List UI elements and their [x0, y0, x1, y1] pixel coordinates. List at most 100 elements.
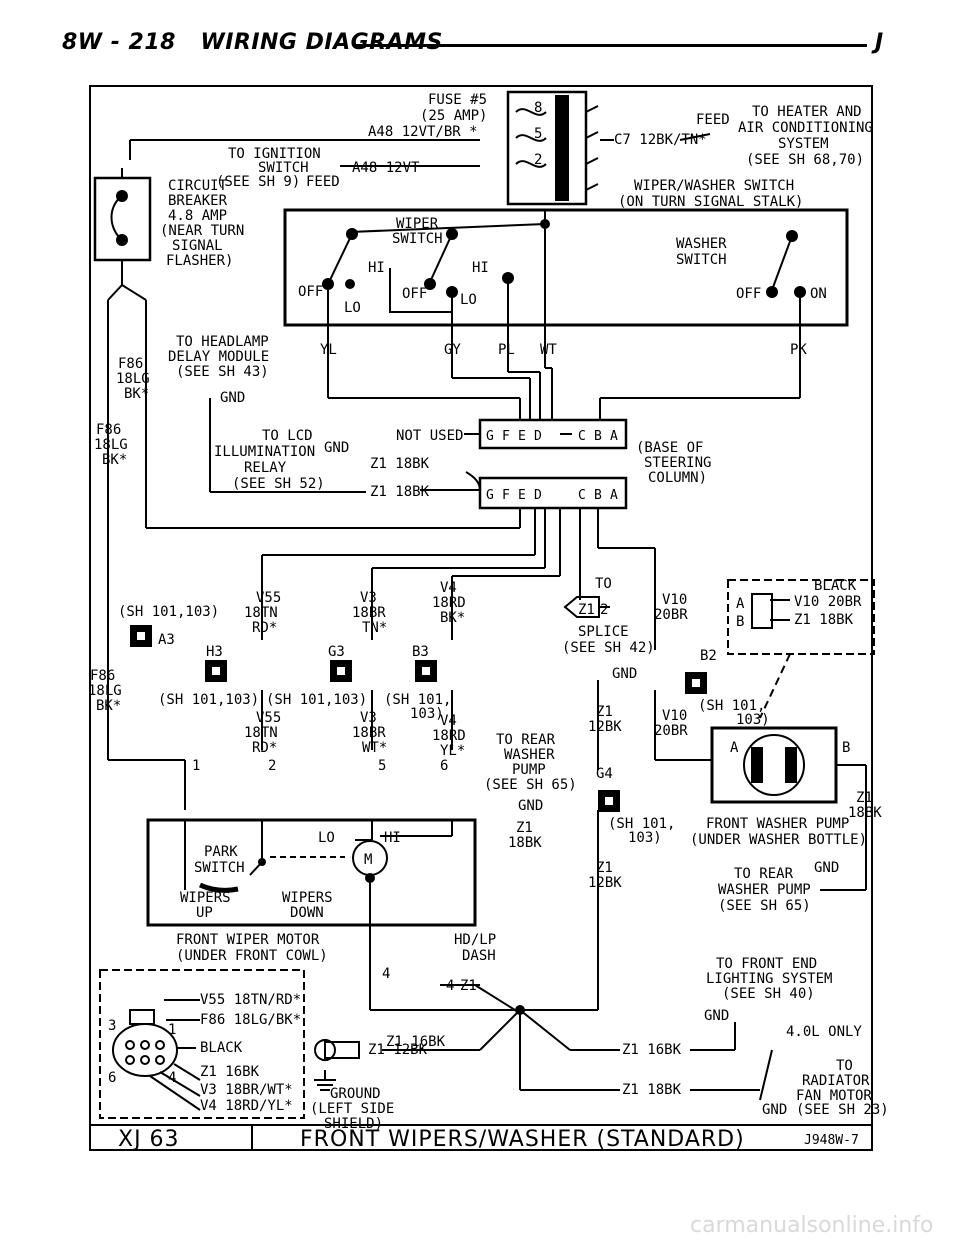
washer-switch-label-1: WASHER: [676, 236, 727, 252]
wire-z1-18bk-b: Z1 18BK: [370, 484, 430, 500]
on-label: ON: [810, 286, 827, 302]
lo-label-3: LO: [318, 830, 335, 846]
v10-label-1: V10: [662, 592, 687, 608]
cavity-3: 3: [108, 1018, 116, 1034]
lo-label-2: LO: [460, 292, 477, 308]
diagram-frame: [89, 85, 873, 1151]
v10b-label-2: 20BR: [654, 723, 688, 739]
rear-pump-label-3: PUMP: [512, 762, 546, 778]
pump-pin-b2: B: [842, 740, 850, 756]
splice-z1: Z1: [578, 602, 595, 618]
fuse-rating: (25 AMP): [420, 108, 487, 124]
gnd-label-3: GND: [518, 798, 543, 814]
connector-4z1-wire: Z1: [460, 978, 477, 994]
wire-a48-label: A48 12VT: [352, 160, 420, 176]
switch-bus: [349, 223, 546, 233]
pump-connector-icon: [751, 593, 773, 629]
sh-label-a: (SH 101,103): [118, 604, 219, 620]
off-label-2: OFF: [402, 286, 427, 302]
v55b-label-3: RD*: [252, 740, 277, 756]
pin-6: 6: [440, 758, 448, 774]
v55-label-2: 18TN: [244, 605, 278, 621]
wiper-washer-switch-location: (ON TURN SIGNAL STALK): [618, 194, 803, 210]
gnd-label-1: GND: [220, 390, 245, 406]
splice-2: 2: [600, 602, 608, 618]
breaker-element: [110, 195, 123, 241]
headlamp-label-1: TO HEADLAMP: [176, 334, 269, 350]
fuse-pin-2: 2: [534, 152, 542, 168]
diagram-labels: FUSE #5 (25 AMP) 8 5 2 A48 12VT/BR * TO …: [88, 92, 889, 1132]
radiator-label-2: RADIATOR: [802, 1073, 870, 1089]
z1e-label-2: 12BK: [588, 875, 622, 891]
z1c-label-1: Z1: [596, 704, 613, 720]
b3-label: B3: [412, 644, 429, 660]
rear-pump-label-4: (SEE SH 65): [484, 777, 577, 793]
page-number: 8W - 218: [62, 30, 176, 55]
park-switch-label-2: SWITCH: [194, 860, 245, 876]
pin-a-lower: A: [610, 488, 618, 503]
black-label-a: BLACK: [814, 578, 857, 594]
fuse-label: FUSE #5: [428, 92, 487, 108]
cavity-4: 4: [168, 1070, 176, 1086]
f86-label-a2: 18LG: [116, 371, 150, 387]
wire-pk: PK: [790, 342, 807, 358]
wires: [89, 85, 875, 1151]
connector-4z1-pin: 4: [446, 978, 454, 994]
front-pump-label-2: (UNDER WASHER BOTTLE): [690, 832, 867, 848]
lcd-label-2: ILLUMINATION: [214, 444, 315, 460]
pin-f-lower: F: [502, 488, 510, 503]
fuse-8-symbol: [515, 108, 547, 116]
v55b-label-1: V55: [256, 710, 281, 726]
breaker-label-3: 4.8 AMP: [168, 208, 227, 224]
breaker-label-4: (NEAR TURN: [160, 223, 244, 239]
breaker-label-2: BREAKER: [168, 193, 228, 209]
lcd-gnd-label: GND: [324, 440, 349, 456]
off-label-3: OFF: [736, 286, 761, 302]
ground-label-2: (LEFT SIDE: [310, 1101, 394, 1117]
column-connector-lower: [478, 476, 628, 510]
pin-c: C: [578, 429, 586, 444]
ignition-label-2: SWITCH: [258, 160, 309, 176]
wire-wt: WT: [540, 342, 557, 358]
ground-label-3: SHIELD): [324, 1116, 383, 1132]
fuse-2-symbol: [515, 160, 547, 168]
z1f-label-1: Z1: [856, 790, 873, 806]
radiator-label-3: FAN MOTOR: [796, 1088, 872, 1104]
hdlp-label-2: DASH: [462, 948, 496, 964]
to-rear-pump-label-2: WASHER PUMP: [718, 882, 811, 898]
wire-z1-12bk: Z1 12BK: [368, 1042, 428, 1058]
gnd-label-2: GND: [612, 666, 637, 682]
pump-pin-b: B: [736, 614, 744, 630]
radiator-label-4: (SEE SH 23): [796, 1102, 889, 1118]
lcd-label-3: RELAY: [244, 460, 287, 476]
legend-v4: V4 18RD/YL*: [200, 1098, 293, 1114]
to-label: TO: [595, 576, 612, 592]
pin-a: A: [610, 429, 618, 444]
z1d-label-1: Z1: [516, 820, 533, 836]
base-label-2: STEERING: [644, 455, 711, 471]
base-label-3: COLUMN): [648, 470, 707, 486]
ignition-label: TO IGNITION: [228, 146, 321, 162]
pin-e-lower: E: [518, 488, 526, 503]
wire-c7-label: C7 12BK/TN*: [614, 132, 707, 148]
fuse-pin-5: 5: [534, 126, 542, 142]
v4-label-2: 18RD: [432, 595, 466, 611]
pin-b-lower: B: [594, 488, 602, 503]
pin-c-lower: C: [578, 488, 586, 503]
fuse-bus: [555, 95, 569, 201]
gnd-label-4: GND: [704, 1008, 729, 1024]
wire-a48-bk-label: A48 12VT/BR *: [368, 124, 478, 140]
h3-label: H3: [206, 644, 223, 660]
a3-label: A3: [158, 632, 175, 648]
wipers-down-label-2: DOWN: [290, 905, 324, 921]
headlamp-label-3: (SEE SH 43): [176, 364, 269, 380]
front-wiper-motor-location: (UNDER FRONT COWL): [176, 948, 328, 964]
ground-label-1: GROUND: [330, 1086, 381, 1102]
f86-label-c3: BK*: [96, 698, 121, 714]
z1c-label-2: 12BK: [588, 719, 622, 735]
wiper-switch-label-1: WIPER: [396, 216, 439, 232]
sh-label-d1: (SH 101,: [384, 692, 451, 708]
f86-label-b2: 18LG: [94, 437, 128, 453]
v10b-label-1: V10: [662, 708, 687, 724]
pump-pin-a2: A: [730, 740, 739, 756]
